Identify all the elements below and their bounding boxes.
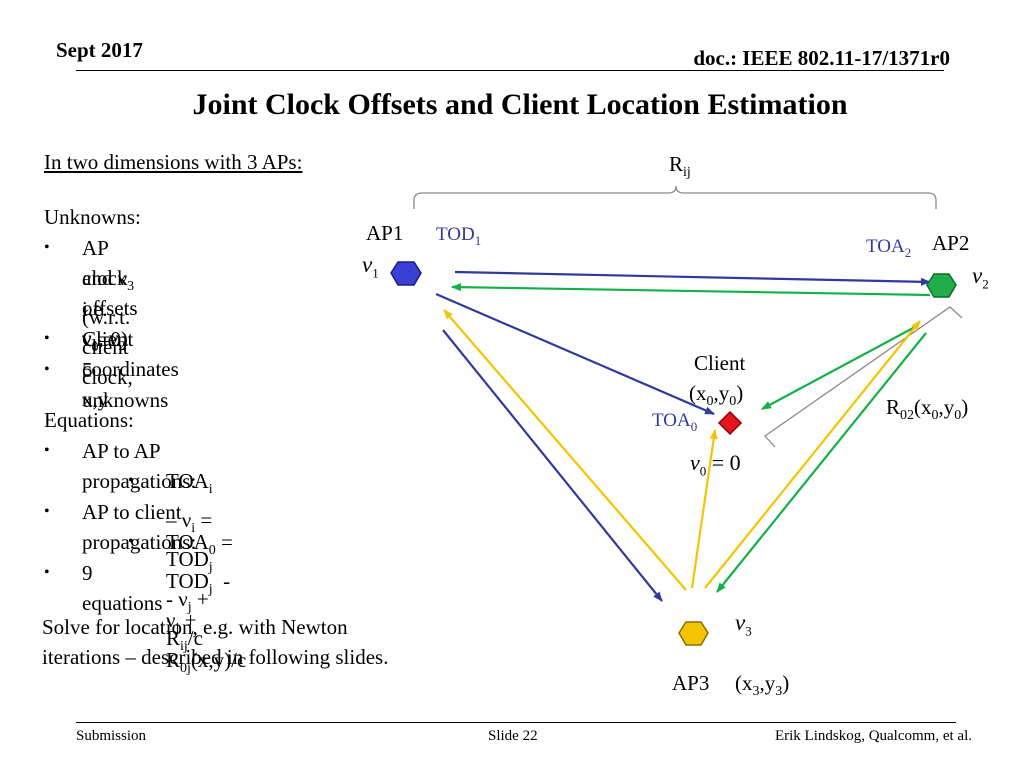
footer-slide-number: Slide 22: [488, 728, 538, 744]
header-date: Sept 2017: [56, 38, 143, 62]
list-item: • 9 equations: [44, 560, 163, 615]
arrow-ap2-to-ap1: [451, 283, 931, 297]
rij-brace: [413, 185, 937, 209]
arrow-ap3-to-client: [690, 429, 718, 589]
slide-title: Joint Clock Offsets and Client Location …: [192, 88, 848, 121]
header-doc-id: doc.: IEEE 802.11-17/1371r0: [693, 46, 950, 70]
footer-left: Submission: [76, 728, 147, 744]
ap3-node-icon: [678, 621, 709, 646]
list-item: • AP clock offsets ν1, ν2: [44, 235, 138, 354]
arrow-ap1-to-client: [435, 292, 715, 416]
ap3-label: AP3: [672, 671, 710, 695]
nu3-label: ν3: [735, 610, 752, 639]
equation-ap-to-client: • TOA0 = TODj - νj + R0j(x,y)/c: [128, 530, 247, 676]
rij-label: Rij: [669, 152, 691, 181]
list-item: • 5 unknowns: [44, 357, 169, 412]
r02-label: R02(x0,y0): [886, 395, 969, 424]
list-item: • AP to AP propagations:: [44, 438, 197, 493]
intro-text: In two dimensions with 3 APs:: [44, 150, 303, 174]
arrow-ap1-to-ap3: [442, 329, 663, 602]
equations-heading: Equations:: [44, 408, 134, 432]
toa2-label: TOA2: [866, 236, 912, 260]
nu2-label: ν2: [972, 263, 989, 292]
ap1-label: AP1: [366, 221, 404, 245]
ap2-node-icon: [926, 273, 957, 298]
list-item: • Client coordinates x,y: [44, 327, 179, 411]
equations-section: Equations: • AP to AP propagations: • TO…: [44, 405, 247, 676]
client-coords-label: (x0,y0): [689, 381, 744, 410]
ap3-coords-label: (x3,y3): [735, 671, 790, 700]
ap1-node-icon: [390, 261, 422, 286]
arrow-ap2-to-ap3: [716, 332, 927, 593]
footer-rule: [76, 722, 956, 723]
ap2-label: AP2: [932, 231, 970, 255]
nu0-label: ν0 = 0: [690, 450, 741, 479]
header-rule: [76, 70, 944, 71]
list-item: • AP to client propagations:: [44, 499, 197, 554]
equation-ap-to-ap: • TOAi – νi = TODj - νj + Rij/c: [128, 469, 213, 654]
list-item-cont: i.e. ν0=0): [82, 296, 128, 355]
toa0-label: TOA0: [652, 410, 698, 434]
unknowns-section: Unknowns: • AP clock offsets ν1, ν2 and …: [44, 202, 179, 412]
arrow-ap2-to-client: [761, 326, 916, 410]
arrow-ap3-to-ap1: [443, 309, 687, 591]
unknowns-heading: Unknowns:: [44, 205, 141, 229]
arrow-ap3-to-ap2: [704, 320, 921, 589]
nu1-label: ν1: [362, 252, 379, 281]
list-item-cont: and ν3 (w.r.t. client clock,: [82, 266, 135, 390]
solve-line-2: iterations – described in following slid…: [42, 645, 389, 669]
client-node-icon: [717, 410, 743, 436]
tod1-label: TOD1: [436, 224, 482, 248]
arrow-ap1-to-ap2: [454, 270, 931, 286]
client-label: Client: [694, 351, 746, 375]
solve-line-1: Solve for location, e.g. with Newton: [42, 615, 348, 639]
footer-author: Erik Lindskog, Qualcomm, et al.: [774, 728, 972, 744]
r02-bracket: [764, 306, 963, 448]
